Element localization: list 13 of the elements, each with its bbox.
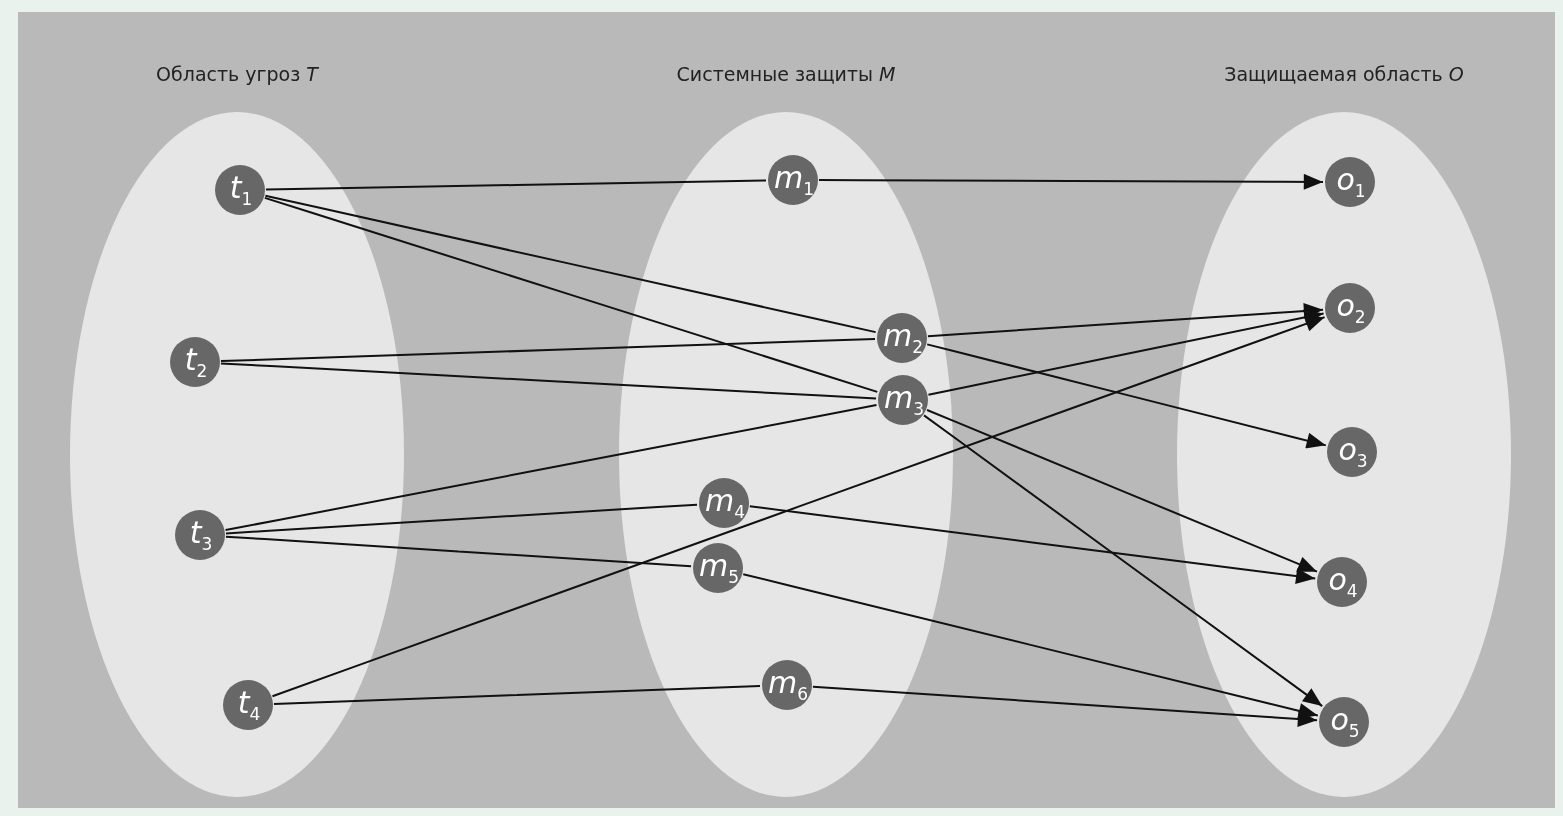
arrow [926,303,1325,338]
arrow [927,309,1325,396]
region-heading: Область угроз T [155,62,320,86]
arrow [811,685,1319,727]
arrow [926,343,1327,449]
region-heading: Защищаемая область O [1223,62,1465,86]
arrow [748,505,1317,585]
arrow [926,408,1319,573]
arrow [742,573,1319,719]
arrow [923,414,1324,708]
region-heading: Системные защиты M [675,62,897,86]
arrow [818,173,1324,190]
arrow [271,316,1326,698]
